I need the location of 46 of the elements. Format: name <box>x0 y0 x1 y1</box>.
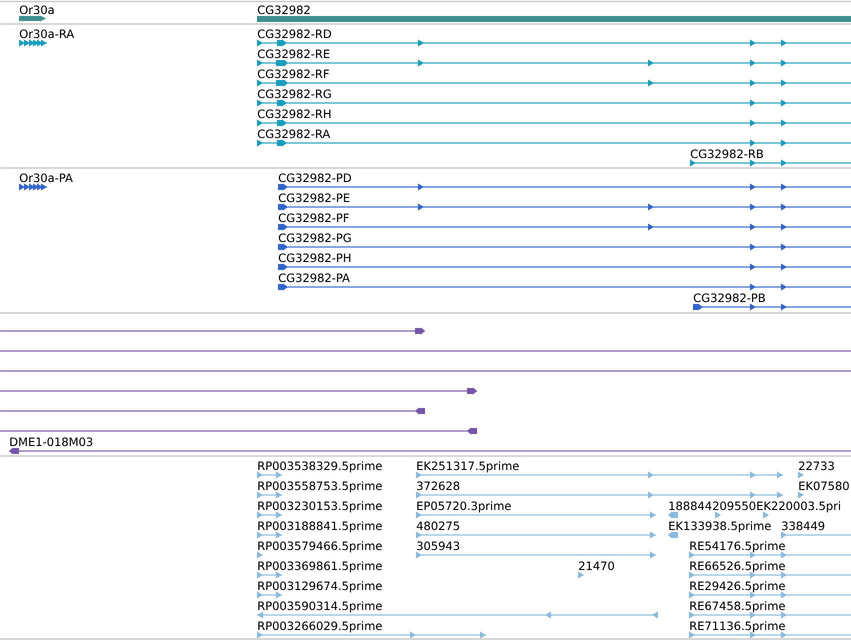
feature-label: CG32982-PB <box>694 293 765 302</box>
feature-label: CG32982-PF <box>278 213 349 222</box>
feature-label: DME1-018M03 <box>10 437 92 446</box>
feature-label: Or30a <box>20 5 54 14</box>
feature-label: RE67458.5prime <box>690 601 785 612</box>
feature-label: CG32982-RH <box>258 109 330 118</box>
feature-label: CG32982-RF <box>258 69 329 78</box>
feature-label: RP003369861.5prime <box>258 561 382 572</box>
feature-label: RE66526.5prime <box>690 561 785 572</box>
feature-label: EK251317.5prime <box>417 461 519 472</box>
feature-label: RP003579466.5prime <box>258 541 382 552</box>
feature-label: 209550 <box>713 501 756 510</box>
feature-label: EK133938.5prime <box>669 521 771 532</box>
feature-label: 305943 <box>417 541 460 550</box>
feature-label: RP003230153.5prime <box>258 501 382 512</box>
feature-label: RP003188841.5prime <box>258 521 382 532</box>
feature-label: 338449 <box>782 521 824 530</box>
feature-label: 21470 <box>579 561 614 570</box>
feature-label: EK07580 <box>799 481 849 490</box>
feature-label: RP003266029.5prime <box>258 621 382 632</box>
feature-label: Or30a-PA <box>20 173 73 182</box>
feature-label: RP003538329.5prime <box>258 461 382 472</box>
feature-label: 480275 <box>416 521 460 530</box>
feature-label: CG32982-PA <box>278 273 350 282</box>
feature-label: RE54176.5prime <box>690 541 785 552</box>
feature-label: CG32982-RG <box>258 89 331 98</box>
feature-label: RP003590314.5prime <box>258 601 382 612</box>
feature-label: CG32982 <box>258 5 310 14</box>
feature-label: RE29426.5prime <box>690 581 785 592</box>
feature-label: CG32982-PH <box>278 253 350 262</box>
feature-label: EP05720.3prime <box>417 501 511 512</box>
feature-label: CG32982-RA <box>258 129 330 138</box>
feature-label: 22733 <box>799 461 834 470</box>
feature-label: CG32982-PD <box>278 173 351 182</box>
feature-label: CG32982-RD <box>258 29 332 38</box>
feature-label: CG32982-RB <box>690 149 763 158</box>
feature-label: RP003129674.5prime <box>258 581 382 592</box>
feature-label: CG32982-PG <box>278 233 351 242</box>
feature-label: CG32982-PE <box>278 193 350 202</box>
feature-label: RP003558753.5prime <box>258 481 382 492</box>
feature-label: Or30a-RA <box>20 29 74 38</box>
feature-label: 372628 <box>417 481 460 490</box>
feature-label: CG32982-RE <box>258 49 330 58</box>
feature-label: EK220003.5pri <box>757 501 840 512</box>
feature-label: 188844 <box>669 501 712 510</box>
feature-label: RE71136.5prime <box>690 621 785 632</box>
